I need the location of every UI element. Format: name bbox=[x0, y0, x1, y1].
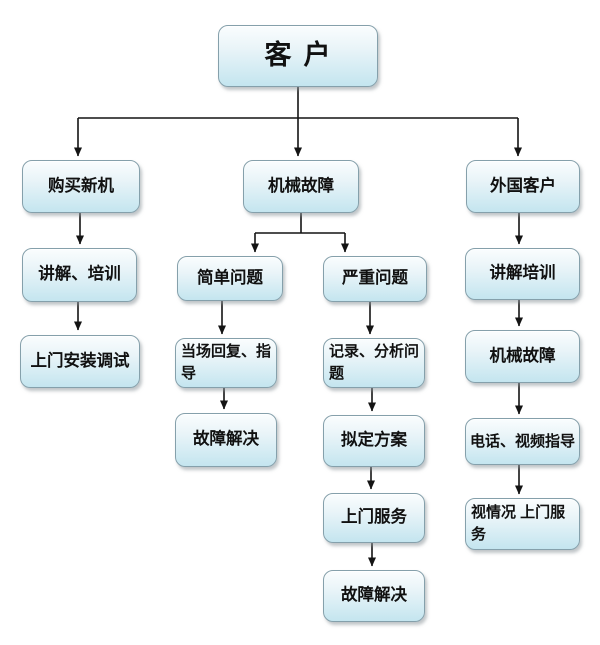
flow-node-label: 客户 bbox=[264, 40, 343, 72]
flow-node-label: 上门服务 bbox=[341, 508, 407, 527]
flow-node-buy-new-machine: 购买新机 bbox=[22, 160, 140, 213]
flow-node-label: 外国客户 bbox=[490, 176, 556, 195]
flow-node-onsite-as-appropriate: 视情况 上门服务 bbox=[465, 498, 580, 550]
flow-node-fault-resolved-simple: 故障解决 bbox=[175, 413, 277, 467]
flow-node-label: 故障解决 bbox=[341, 586, 407, 605]
flow-node-foreign-customer: 外国客户 bbox=[466, 160, 580, 213]
flow-node-label: 当场回复、指导 bbox=[181, 343, 272, 382]
flow-node-phone-video-guidance: 电话、视频指导 bbox=[465, 418, 580, 465]
flow-node-explain-training-2: 讲解培训 bbox=[465, 248, 580, 300]
flow-node-record-analyze-problem: 记录、分析问题 bbox=[323, 338, 425, 388]
flow-node-label: 上门安装调试 bbox=[30, 351, 130, 370]
flow-node-label: 简单问题 bbox=[197, 268, 263, 287]
flow-node-explain-training: 讲解、培训 bbox=[22, 248, 137, 302]
flow-node-label: 电话、视频指导 bbox=[469, 432, 575, 450]
flow-node-draft-plan: 拟定方案 bbox=[323, 415, 425, 467]
flow-node-label: 拟定方案 bbox=[341, 431, 407, 450]
flow-node-label: 购买新机 bbox=[48, 176, 114, 195]
flow-node-mechanical-failure: 机械故障 bbox=[243, 160, 359, 213]
flow-node-label: 故障解决 bbox=[193, 430, 259, 449]
flow-node-fault-resolved-serious: 故障解决 bbox=[323, 570, 425, 622]
flow-node-label: 记录、分析问题 bbox=[329, 343, 420, 382]
flow-node-label: 严重问题 bbox=[342, 269, 408, 288]
flow-node-label: 视情况 上门服务 bbox=[471, 504, 566, 543]
flow-node-onsite-service: 上门服务 bbox=[323, 493, 425, 543]
flow-node-customer: 客户 bbox=[218, 25, 378, 87]
flow-node-label: 机械故障 bbox=[489, 346, 556, 365]
flow-node-label: 机械故障 bbox=[268, 176, 334, 195]
flow-node-simple-problem: 简单问题 bbox=[177, 256, 283, 301]
flow-node-onsite-install-debug: 上门安装调试 bbox=[20, 335, 140, 388]
flow-node-mechanical-failure-2: 机械故障 bbox=[465, 330, 580, 383]
flow-node-label: 讲解培训 bbox=[489, 264, 556, 283]
flow-node-onspot-reply-guidance: 当场回复、指导 bbox=[175, 338, 277, 388]
flow-node-label: 讲解、培训 bbox=[38, 265, 121, 284]
flow-node-serious-problem: 严重问题 bbox=[323, 256, 427, 302]
